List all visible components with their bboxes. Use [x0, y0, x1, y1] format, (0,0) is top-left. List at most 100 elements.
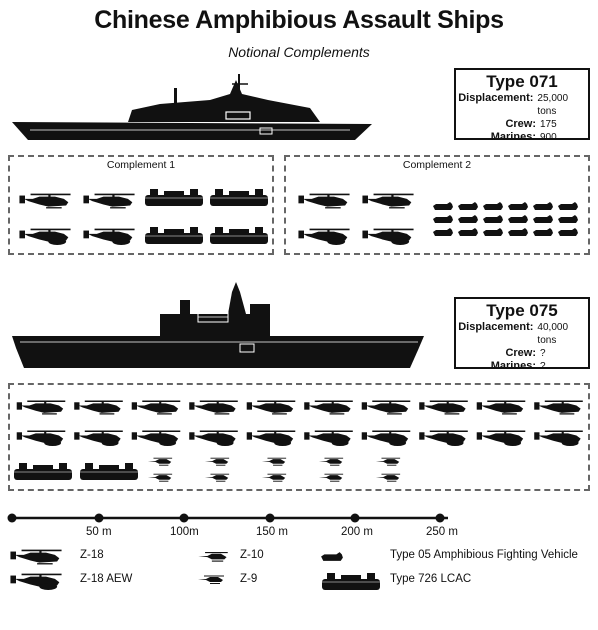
legend-z-18-aew: Z-18 AEW — [80, 573, 133, 585]
z-18-icon — [130, 400, 182, 415]
type-05-avf-icon — [483, 215, 503, 223]
scale-label-200: 200 m — [341, 526, 373, 538]
z-18-aew-icon — [418, 430, 469, 446]
z-18-aew-icon — [475, 430, 527, 446]
complement-1-box — [8, 155, 274, 255]
type-05-avf-icon — [558, 215, 578, 223]
z-18-icon — [297, 193, 351, 209]
type-05-avf-icon — [558, 228, 578, 236]
z-18-icon — [245, 400, 297, 415]
z-18-aew-icon — [9, 573, 63, 590]
scale-tick — [7, 513, 17, 523]
z-18-icon — [18, 193, 72, 209]
type-05-avf-icon — [433, 202, 453, 210]
type-05-avf-icon — [458, 215, 478, 223]
crew-value: 175 — [540, 119, 557, 130]
type-05-avf-icon — [321, 552, 343, 561]
type-05-avf-icon — [433, 215, 453, 223]
complement-1-icons — [18, 188, 269, 245]
z-9-icon — [261, 473, 287, 482]
type-071-info-box: Type 071 Displacement:25,000 tons Crew:1… — [454, 68, 590, 143]
z-18-icon — [188, 400, 239, 415]
type-075-complement-box — [8, 383, 590, 491]
type-075-ship-silhouette — [12, 282, 424, 368]
lcac-icon — [79, 462, 139, 481]
type-05-avf-icon — [508, 215, 528, 223]
z-18-icon — [303, 400, 354, 415]
complement-2-label: Complement 2 — [402, 159, 472, 171]
marines-value: ? — [540, 361, 546, 372]
type-05-avf-icon — [508, 202, 528, 210]
z-18-icon — [533, 400, 584, 415]
z-18-aew-icon — [18, 228, 72, 245]
z-18-icon — [15, 400, 67, 415]
z-18-aew-icon — [82, 228, 136, 245]
page-title: Chinese Amphibious Assault Ships — [94, 6, 504, 34]
complement-2-icons — [297, 193, 578, 245]
z-18-aew-icon — [15, 430, 67, 446]
type-05-avf-icon — [433, 228, 453, 236]
z-10-icon — [261, 457, 287, 466]
scale-tick — [179, 513, 189, 523]
small-aircraft-grid — [147, 457, 401, 482]
z-18-aew-icon — [360, 430, 412, 446]
z-18-aew-icon — [303, 430, 354, 446]
z-10-icon — [147, 457, 173, 466]
lcac-icon — [144, 226, 204, 245]
scale-bar — [7, 513, 448, 523]
scale-tick — [94, 513, 104, 523]
lcac-icon — [209, 188, 269, 207]
z-18-icon — [9, 549, 63, 565]
z-18-aew-icon — [73, 430, 124, 446]
crew-label: Crew: — [505, 118, 536, 130]
z-10-icon — [318, 457, 344, 466]
type-05-avf-icon — [533, 228, 553, 236]
scale-label-100: 100m — [170, 526, 199, 538]
lcac-icon — [321, 572, 381, 591]
z-10-icon — [197, 552, 229, 562]
displacement-value: 25,000 tons — [537, 93, 569, 117]
scale-tick — [350, 513, 360, 523]
marines-value: 900 — [540, 132, 557, 143]
legend-z-18: Z-18 — [80, 549, 104, 561]
type-05-avf-icon — [508, 228, 528, 236]
type-071-name: Type 071 — [486, 72, 558, 91]
scale-tick — [265, 513, 275, 523]
lcac-icon — [144, 188, 204, 207]
type-05-avf-icon — [483, 202, 503, 210]
z-18-aew-icon — [245, 430, 297, 446]
displacement-value: 40,000 tons — [537, 322, 569, 346]
type-075-info-box: Type 075 Displacement:40,000 tons Crew:?… — [454, 297, 590, 372]
heli-grid — [15, 400, 584, 446]
type-05-avf-icon — [533, 202, 553, 210]
type-05-avf-icon — [558, 202, 578, 210]
lcac-icon — [13, 462, 73, 481]
type-075-complement-icons — [13, 400, 584, 482]
z-18-icon — [475, 400, 527, 415]
legend-z-10: Z-10 — [240, 549, 264, 561]
page-subtitle: Notional Complements — [228, 44, 370, 60]
type-05-avf-icon — [458, 228, 478, 236]
z-18-icon — [73, 400, 124, 415]
z-10-icon — [204, 457, 230, 466]
legend-z-9: Z-9 — [240, 573, 258, 585]
z-9-icon — [375, 473, 401, 482]
z-18-aew-icon — [130, 430, 182, 446]
z-18-icon — [361, 193, 415, 209]
z-18-icon — [82, 193, 136, 209]
type-05-avf-icon — [458, 202, 478, 210]
z-9-icon — [204, 473, 230, 482]
lcac-icon — [209, 226, 269, 245]
scale-label-250: 250 m — [426, 526, 458, 538]
type-05-avf-icon — [533, 215, 553, 223]
scale-label-150: 150 m — [256, 526, 288, 538]
z-18-icon — [360, 400, 412, 415]
legend-type-05: Type 05 Amphibious Fighting Vehicle — [390, 549, 578, 561]
type-05-avf-icon — [483, 228, 503, 236]
z-9-icon — [147, 473, 173, 482]
marines-label: Marines: — [490, 131, 536, 143]
legend-lcac: Type 726 LCAC — [390, 573, 472, 585]
z-18-aew-icon — [297, 228, 351, 245]
z-9-icon — [197, 575, 225, 584]
z-18-aew-icon — [361, 228, 415, 245]
